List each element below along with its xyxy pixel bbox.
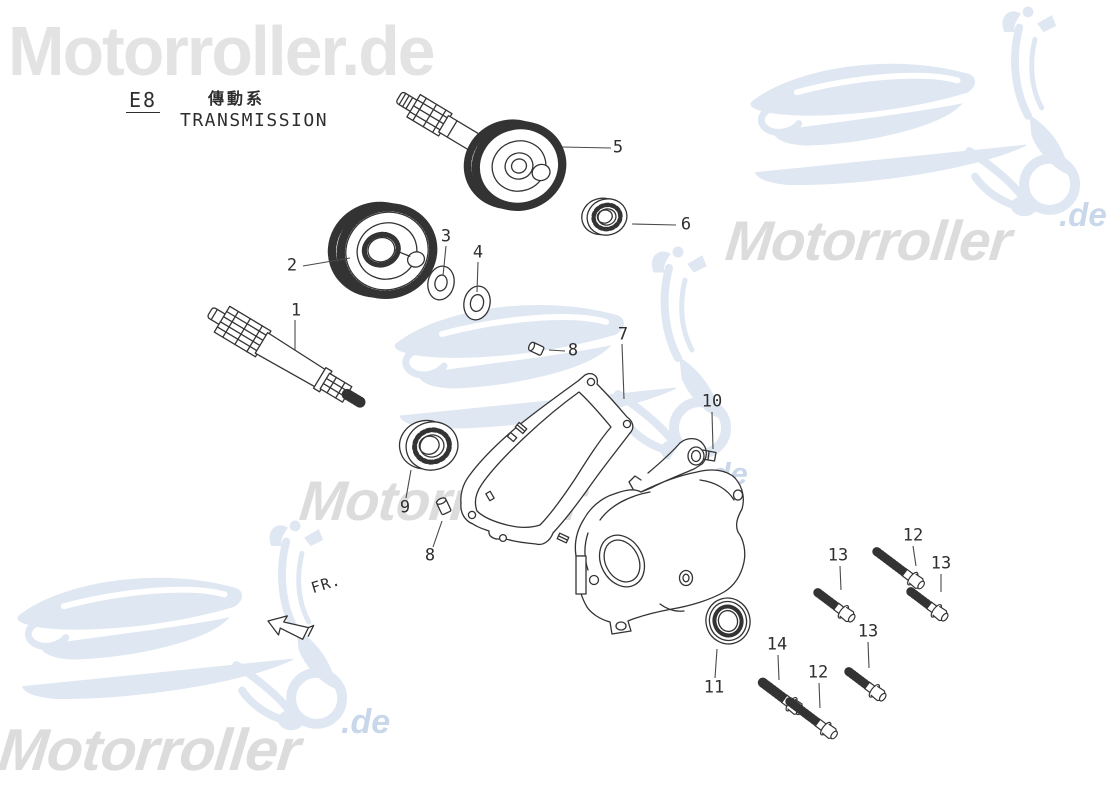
- title-en: TRANSMISSION: [180, 110, 329, 131]
- part-1-drive-shaft: [207, 305, 366, 408]
- leader-lines: [294, 146, 942, 709]
- part-6-bearing: [581, 197, 628, 236]
- part-callout-1: 1: [290, 300, 302, 321]
- part-11-oil-seal: [705, 597, 751, 645]
- watermark-top-wordmark: Motorroller.de: [8, 12, 436, 90]
- part-callout-10: 10: [701, 391, 723, 412]
- watermark-bottom-tld: .de: [341, 703, 391, 741]
- part-4-washer: [463, 285, 491, 321]
- part-8-dowel-pin-upper: [527, 341, 545, 356]
- part-9-bearing: [398, 419, 459, 471]
- part-callout-8: 8: [567, 340, 579, 361]
- part-callout-12: 12: [807, 662, 829, 683]
- part-callout-9: 9: [399, 497, 411, 518]
- part-callout-11: 11: [703, 677, 725, 698]
- part-callout-5: 5: [612, 137, 624, 158]
- part-7-gasket: [460, 372, 634, 546]
- part-callout-4: 4: [472, 242, 484, 263]
- fr-direction-arrow: [267, 615, 315, 640]
- part-10-transmission-cover: [574, 437, 746, 635]
- part-callout-13: 13: [827, 545, 849, 566]
- watermark-right-tld: .de: [1059, 196, 1107, 233]
- part-callout-3: 3: [440, 226, 452, 247]
- part-callout-14: 14: [766, 634, 788, 655]
- part-2-countershaft-gear: [327, 201, 438, 299]
- part-callout-13: 13: [930, 553, 952, 574]
- part-callout-7: 7: [617, 324, 629, 345]
- part-callout-8: 8: [424, 545, 436, 566]
- section-code: E8: [126, 90, 161, 113]
- part-5-final-gear-shaft: [396, 91, 567, 211]
- part-callout-13: 13: [857, 621, 879, 642]
- part-callout-2: 2: [286, 255, 298, 276]
- part-8-dowel-pin-lower: [435, 497, 452, 516]
- title-cjk: 傳動系: [208, 89, 266, 108]
- part-callout-6: 6: [680, 214, 692, 235]
- part-callout-12: 12: [902, 525, 924, 546]
